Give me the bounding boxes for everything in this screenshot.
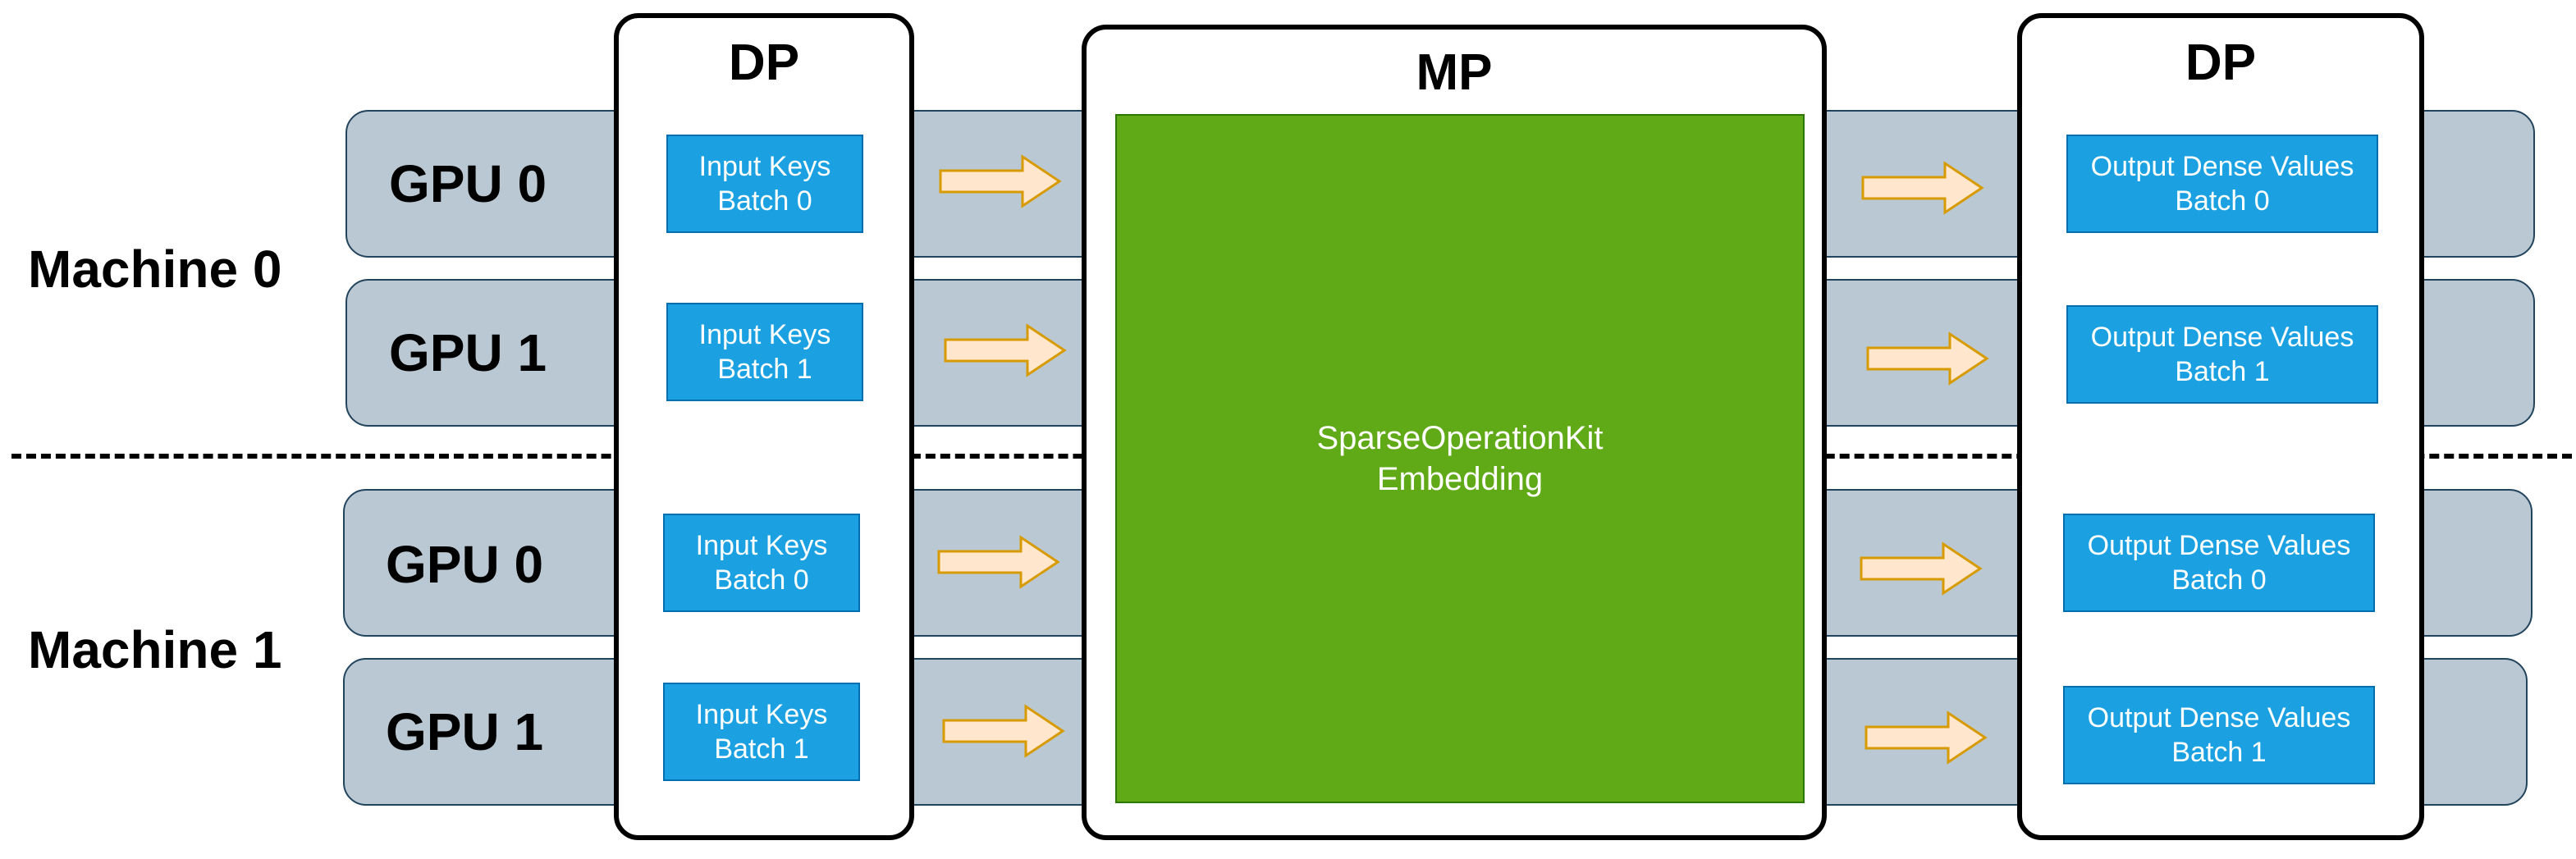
arrow-right-icon <box>937 535 1060 589</box>
box-line: Batch 1 <box>714 733 809 765</box>
box-line: Batch 0 <box>2171 564 2267 596</box>
box-line: Batch 0 <box>714 564 809 596</box>
input-keys-box: Input Keys Batch 1 <box>666 303 863 401</box>
output-dense-values-box: Output Dense Values Batch 0 <box>2063 514 2375 612</box>
gpu-label: GPU 0 <box>388 154 547 213</box>
output-dense-values-box: Output Dense Values Batch 0 <box>2066 135 2378 233</box>
gpu-label: GPU 0 <box>385 535 544 594</box>
panel-title: DP <box>2185 34 2257 91</box>
box-line: Batch 0 <box>2175 185 2270 217</box>
gpu-label: GPU 1 <box>388 323 547 382</box>
box-line: Batch 1 <box>2175 356 2270 387</box>
arrow-right-icon <box>1861 161 1984 215</box>
input-keys-box: Input Keys Batch 0 <box>663 514 860 612</box>
sparse-operation-kit-embedding: SparseOperationKit Embedding <box>1115 114 1805 803</box>
arrow-right-icon <box>1865 711 1988 765</box>
box-line: Batch 1 <box>717 354 812 385</box>
box-line: Output Dense Values <box>2090 322 2354 353</box>
box-line: Output Dense Values <box>2090 151 2354 182</box>
box-line: Output Dense Values <box>2087 530 2351 561</box>
machine-label: Machine 0 <box>28 240 282 299</box>
core-line: Embedding <box>1376 461 1544 497</box>
box-line: Input Keys <box>695 530 828 561</box>
input-keys-box: Input Keys Batch 0 <box>666 135 863 233</box>
arrow-right-icon <box>939 154 1062 208</box>
panel-title: DP <box>728 34 800 91</box>
arrow-right-icon <box>1866 331 1989 386</box>
arrow-right-icon <box>942 704 1065 758</box>
panel-title: MP <box>1416 44 1493 101</box>
box-line: Input Keys <box>698 319 831 350</box>
box-line: Output Dense Values <box>2087 702 2351 733</box>
box-line: Input Keys <box>695 699 828 730</box>
output-dense-values-box: Output Dense Values Batch 1 <box>2063 686 2375 784</box>
box-line: Batch 0 <box>717 185 812 217</box>
machine-label: Machine 1 <box>28 620 282 679</box>
input-keys-box: Input Keys Batch 1 <box>663 683 860 781</box>
output-dense-values-box: Output Dense Values Batch 1 <box>2066 305 2378 404</box>
arrow-right-icon <box>944 323 1067 377</box>
box-line: Batch 1 <box>2171 737 2267 768</box>
arrow-right-icon <box>1860 541 1983 596</box>
gpu-label: GPU 1 <box>385 702 544 761</box>
box-line: Input Keys <box>698 151 831 182</box>
core-line: SparseOperationKit <box>1316 420 1604 456</box>
